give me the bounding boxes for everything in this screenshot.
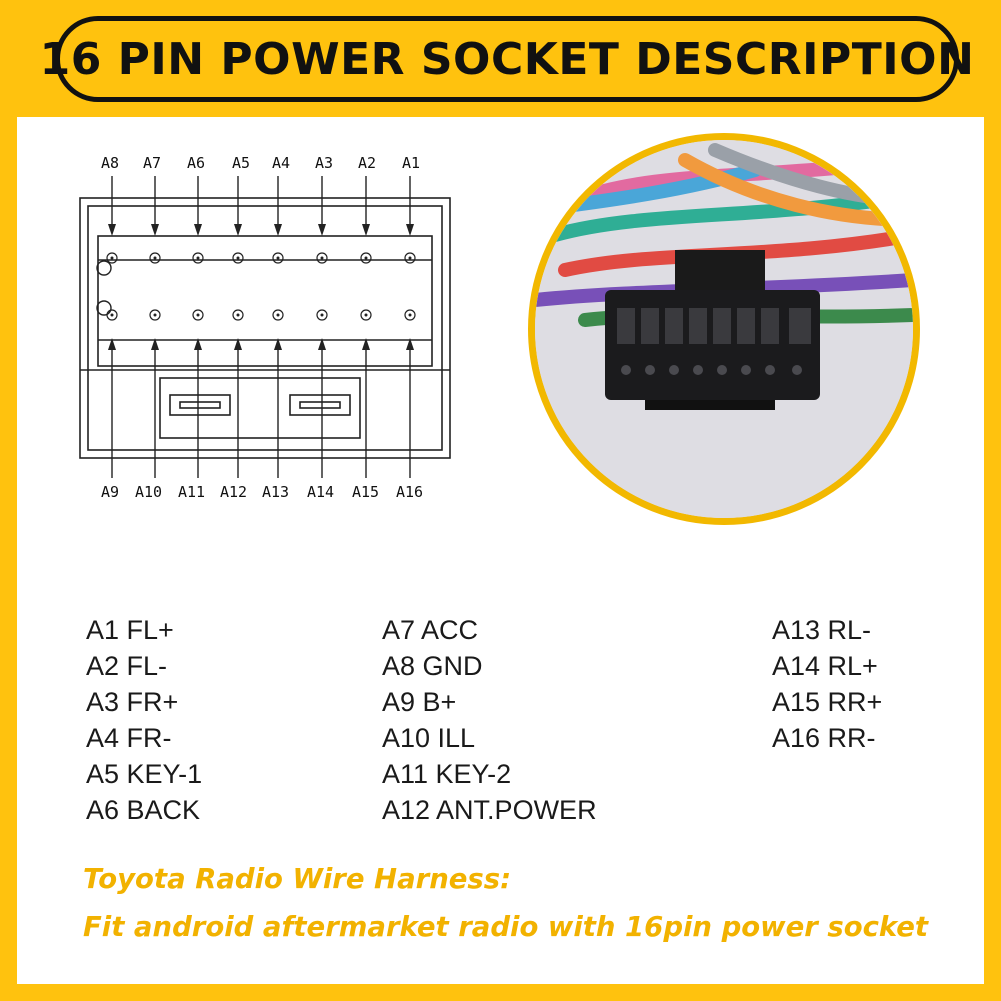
pin-dot-top [196, 256, 200, 260]
bottom-arrow [274, 338, 282, 350]
bottom-arrow [362, 338, 370, 350]
top-label-1: A8 [101, 154, 119, 172]
pin-socket-top [106, 252, 118, 264]
pin-dot-top [320, 256, 324, 260]
pin-socket-top [316, 252, 328, 264]
top-label-5: A4 [272, 154, 290, 172]
pin-dot-top [110, 256, 114, 260]
pin-list-column-2: A7 ACC A8 GND A9 B+ A10 ILL A11 KEY-2 A1… [382, 612, 597, 828]
top-label-6: A3 [315, 154, 333, 172]
top-label-7: A2 [358, 154, 376, 172]
bottom-arrow [234, 338, 242, 350]
pin-a9: A9 B+ [382, 687, 457, 717]
pin-a2: A2 FL- [86, 651, 168, 681]
bottom-label-2: A10 [135, 483, 162, 501]
mount-hole-top [96, 260, 112, 276]
pin-dot-bottom [236, 313, 240, 317]
pin-a12: A12 ANT.POWER [382, 795, 597, 825]
top-label-8: A1 [402, 154, 420, 172]
pin-dot-top [276, 256, 280, 260]
pin-a11: A11 KEY-2 [382, 759, 512, 789]
pin-socket-top [192, 252, 204, 264]
pin-a6: A6 BACK [86, 795, 201, 825]
page-title: 16 PIN POWER SOCKET DESCRIPTION [39, 33, 975, 85]
pin-a16: A16 RR- [772, 723, 876, 753]
bottom-arrow [108, 338, 116, 350]
pin-dot-bottom [320, 313, 324, 317]
top-label-2: A7 [143, 154, 161, 172]
pinout-diagram: A8 A7 A6 A5 A4 A3 A2 A1 A9 A10 A11 A12 A… [79, 154, 451, 501]
pin-socket-bottom [272, 309, 284, 321]
pin-a4: A4 FR- [86, 723, 172, 753]
bottom-label-6: A14 [307, 483, 334, 501]
pin-a3: A3 FR+ [86, 687, 179, 717]
pin-socket-top [360, 252, 372, 264]
pin-dot-top [364, 256, 368, 260]
bottom-label-7: A15 [352, 483, 379, 501]
bottom-arrow [151, 338, 159, 350]
pin-a5: A5 KEY-1 [86, 759, 203, 789]
title-banner: 16 PIN POWER SOCKET DESCRIPTION [40, 16, 974, 102]
top-label-3: A6 [187, 154, 205, 172]
pin-dot-bottom [364, 313, 368, 317]
bottom-label-4: A12 [220, 483, 247, 501]
pin-socket-bottom [149, 309, 161, 321]
top-arrow [318, 224, 326, 236]
pin-dot-bottom [153, 313, 157, 317]
pin-a10: A10 ILL [382, 723, 476, 753]
top-arrow [151, 224, 159, 236]
connector-photo [528, 133, 920, 525]
pin-list-column-3: A13 RL- A14 RL+ A15 RR+ A16 RR- [772, 612, 882, 756]
pin-a14: A14 RL+ [772, 651, 878, 681]
pin-dot-top [236, 256, 240, 260]
bottom-label-8: A16 [396, 483, 423, 501]
pin-a1: A1 FL+ [86, 615, 174, 645]
top-arrow [362, 224, 370, 236]
pin-a13: A13 RL- [772, 615, 872, 645]
bottom-arrow [318, 338, 326, 350]
pin-dot-bottom [110, 313, 114, 317]
pin-a15: A15 RR+ [772, 687, 883, 717]
pin-a8: A8 GND [382, 651, 483, 681]
pin-dot-bottom [196, 313, 200, 317]
harness-note-fit: Fit android aftermarket radio with 16pin… [83, 911, 929, 943]
top-arrow [108, 224, 116, 236]
mount-hole-bottom [96, 300, 112, 316]
pin-socket-top [149, 252, 161, 264]
pin-dot-top [153, 256, 157, 260]
bottom-label-3: A11 [178, 483, 205, 501]
pin-socket-top [404, 252, 416, 264]
harness-note-title: Toyota Radio Wire Harness: [83, 863, 512, 895]
top-label-4: A5 [232, 154, 250, 172]
pin-a7: A7 ACC [382, 615, 479, 645]
pin-socket-bottom [404, 309, 416, 321]
pin-list-column-1: A1 FL+ A2 FL- A3 FR+ A4 FR- A5 KEY-1 A6 … [86, 612, 202, 828]
pin-dot-bottom [408, 313, 412, 317]
pin-dot-bottom [276, 313, 280, 317]
pin-marks [96, 176, 416, 478]
pin-socket-bottom [316, 309, 328, 321]
pin-socket-top [272, 252, 284, 264]
top-arrow [194, 224, 202, 236]
pin-socket-bottom [360, 309, 372, 321]
bottom-label-5: A13 [262, 483, 289, 501]
bottom-arrow [194, 338, 202, 350]
top-arrow [406, 224, 414, 236]
pin-socket-bottom [192, 309, 204, 321]
bottom-arrow [406, 338, 414, 350]
pin-dot-top [408, 256, 412, 260]
pin-socket-top [232, 252, 244, 264]
pin-socket-bottom [232, 309, 244, 321]
bottom-label-1: A9 [101, 483, 119, 501]
top-arrow [234, 224, 242, 236]
top-arrow [274, 224, 282, 236]
